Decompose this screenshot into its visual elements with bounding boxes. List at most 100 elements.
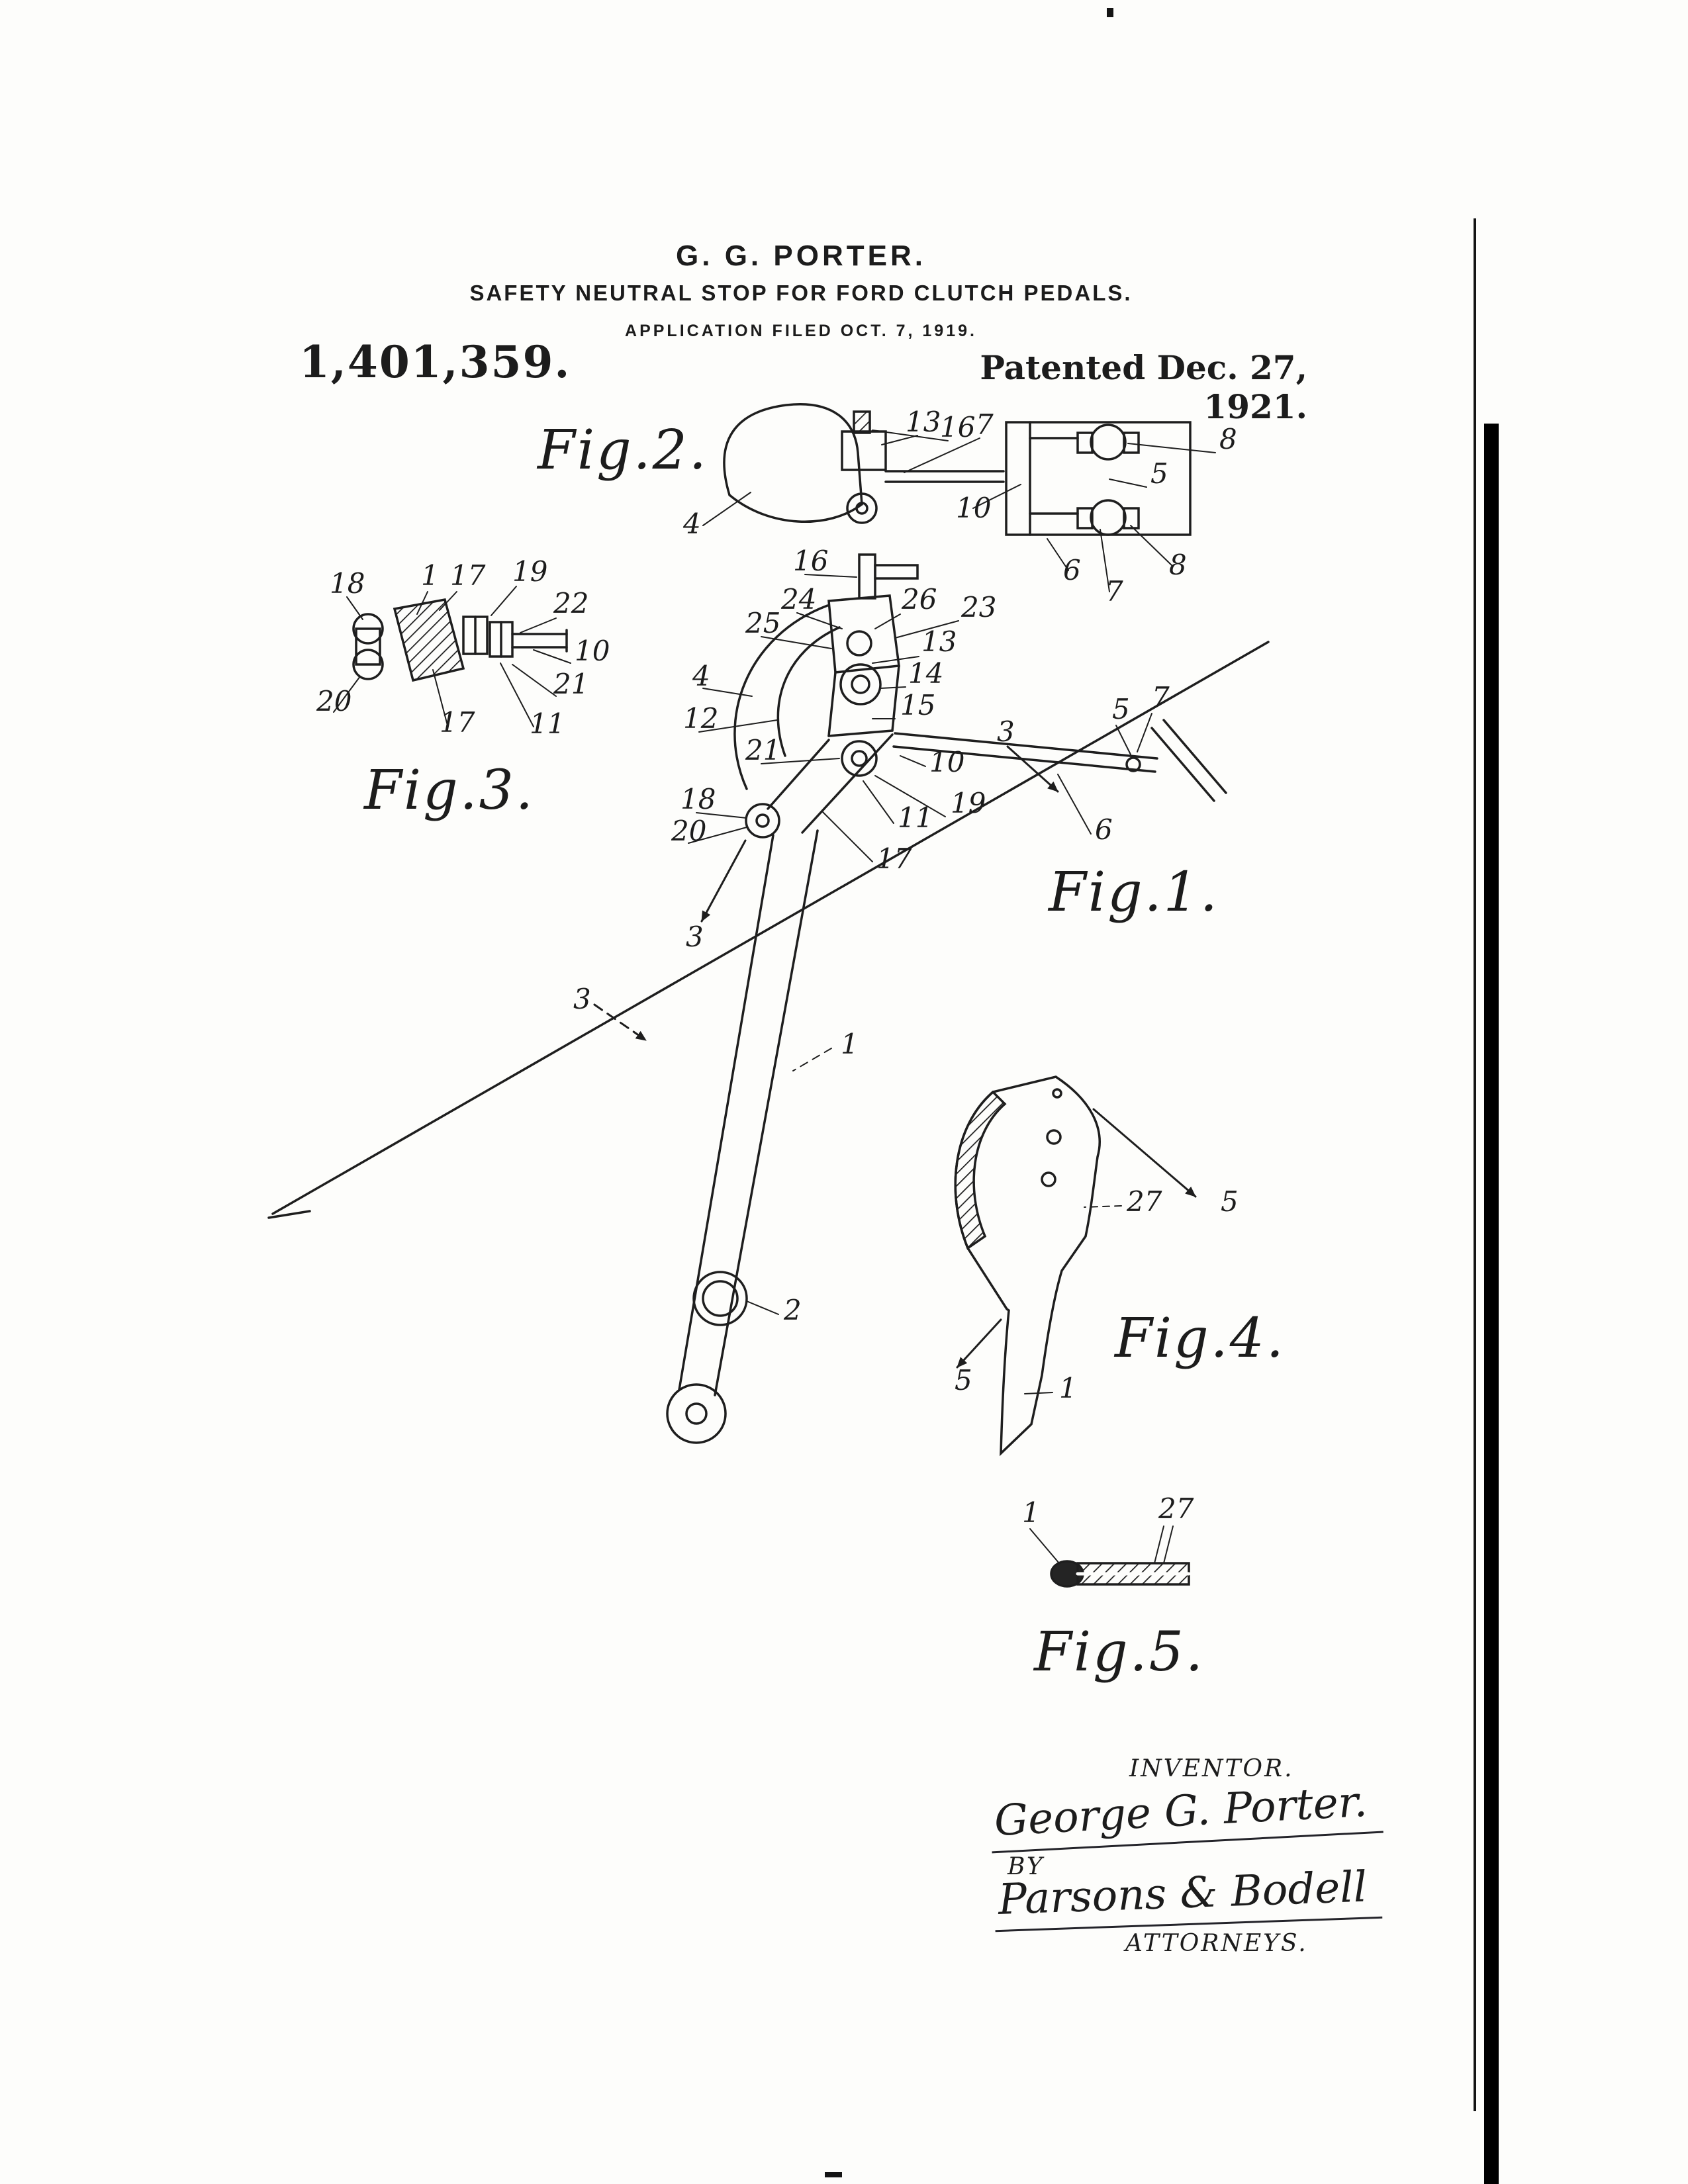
ref-label: 3 [997, 715, 1015, 748]
fig1-inner-curve [776, 626, 841, 757]
application-line: APPLICATION FILED OCT. 7, 1919. [625, 322, 977, 340]
fig2-label: Fig.2. [536, 419, 708, 482]
ref-label: 12 [683, 702, 718, 735]
ref-label: 22 [553, 587, 588, 619]
ref-label: 7 [976, 408, 994, 441]
fig2-roller-pin [855, 502, 868, 515]
ref-label: 17 [876, 842, 912, 875]
ref-label: 7 [1105, 575, 1123, 608]
scan-thin-line [1474, 218, 1476, 2111]
ref-label: 19 [951, 787, 986, 819]
fig2-drawing [723, 403, 1192, 536]
fig1-drawing [267, 553, 1270, 1444]
ref-label: 10 [929, 746, 964, 778]
fig2-clamp-bolt [853, 410, 871, 434]
ref-label: 1 [1059, 1372, 1077, 1404]
fig3-bolt-head-top [352, 613, 384, 645]
ref-label: 15 [900, 689, 935, 721]
fig1-bolt-16 [858, 553, 876, 600]
fig1-nut-upper [839, 663, 882, 705]
ref-label: 3 [686, 921, 704, 953]
fig1-nut-lower [841, 740, 878, 777]
fig2-bracket-plate [1005, 421, 1192, 536]
patent-date: Patented Dec. 27, 1921. [980, 348, 1307, 426]
fig1-rod-fitting [1125, 756, 1141, 772]
ref-label: 13 [906, 406, 941, 438]
fig5-drawing [1050, 1560, 1191, 1588]
fig1-arrow-3c [1006, 745, 1059, 793]
ref-label: 7 [1152, 681, 1170, 713]
fig2-fitting-bottom [1090, 499, 1127, 536]
fig1-label: Fig.1. [1047, 861, 1219, 924]
ref-label: 19 [512, 555, 547, 588]
patent-title: SAFETY NEUTRAL STOP FOR FORD CLUTCH PEDA… [469, 281, 1133, 305]
fig1-leaders [593, 574, 1152, 1315]
ref-label: 20 [316, 685, 352, 717]
ref-label: 11 [898, 801, 933, 834]
attorneys-caption: ATTORNEYS. [1125, 1930, 1308, 1957]
ref-label: 10 [575, 635, 610, 667]
fig2-fitting-top [1090, 424, 1127, 461]
ref-label: 3 [573, 983, 591, 1015]
patent-number: 1,401,359. [299, 336, 571, 388]
fig3-drawing [352, 598, 568, 682]
fig5-label: Fig.5. [1033, 1621, 1205, 1684]
ref-label: 2 [783, 1294, 802, 1326]
fig3-hatched-block [393, 598, 465, 682]
scan-artifacts [825, 8, 1499, 2184]
fig1-arrow-3b [593, 1003, 647, 1042]
fig2-clamp-body [841, 430, 887, 471]
ref-label: 13 [921, 625, 957, 658]
ref-label: 24 [780, 583, 816, 615]
fig3-bolt-head-bottom [352, 649, 384, 680]
ref-label: 17 [440, 706, 475, 739]
fig1-rod-bottom [892, 745, 1156, 773]
fig4-arrow-5-top [1092, 1108, 1197, 1198]
ref-label: 1 [1022, 1496, 1040, 1529]
fig3-label: Fig.3. [363, 759, 535, 822]
by-label: BY [1008, 1853, 1045, 1880]
fig4-leaders [956, 1108, 1197, 1394]
ref-label: 10 [956, 492, 991, 524]
scan-black-bar [1484, 424, 1499, 2184]
ref-label: 20 [671, 815, 706, 847]
ref-label: 14 [908, 657, 943, 690]
ref-label: 18 [680, 783, 716, 815]
ref-label: 1 [841, 1028, 859, 1060]
inventor-caption: INVENTOR. [1129, 1755, 1294, 1782]
ref-label: 23 [961, 591, 996, 623]
ref-label: 4 [692, 660, 710, 692]
ref-label: 16 [793, 545, 828, 577]
ref-label: 25 [745, 607, 780, 639]
fig4-label: Fig.4. [1113, 1307, 1286, 1370]
ref-label: 21 [553, 668, 588, 700]
fig1-floorboard-line [271, 641, 1270, 1215]
fig2-pedal-pad [723, 403, 863, 523]
ref-label: 1 [421, 559, 439, 592]
ref-label: 16 [940, 411, 975, 443]
fig1-arm-hole-outer [692, 1271, 748, 1326]
scan-speck-bottom [825, 2172, 842, 2177]
ref-label: 8 [1219, 423, 1237, 455]
patent-author: G. G. PORTER. [676, 240, 926, 272]
ref-label: 18 [330, 567, 365, 600]
fig1-arm-end-outer [666, 1383, 727, 1444]
fig1-left-curve [733, 604, 829, 790]
fig4-drawing [954, 1075, 1101, 1457]
ref-label: 17 [450, 559, 486, 592]
ref-label: 5 [1221, 1185, 1239, 1218]
fig5-leaders [1029, 1525, 1174, 1564]
ref-label: 21 [745, 734, 780, 766]
fig2-leaders [702, 430, 1216, 592]
fig2-roller [846, 492, 878, 524]
ref-label: 27 [1158, 1492, 1194, 1525]
fig4-hole-1 [1046, 1129, 1062, 1145]
fig1-rod-top [894, 732, 1158, 760]
ref-label: 6 [1063, 554, 1081, 586]
ref-label: 26 [901, 583, 937, 615]
fig4-hole-2 [1041, 1171, 1056, 1187]
ref-label: 5 [1150, 457, 1168, 490]
fig1-arrow-3a [700, 839, 747, 923]
